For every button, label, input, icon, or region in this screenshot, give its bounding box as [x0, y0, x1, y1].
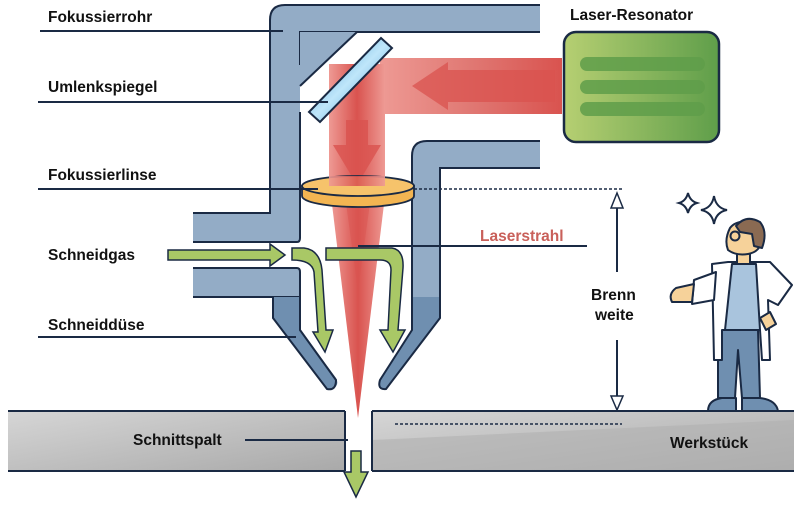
gas-inlet-arrow-icon	[167, 242, 287, 268]
leader-lines	[38, 30, 587, 441]
deflection-mirror	[307, 36, 394, 124]
beam-direction-arrow-down-icon	[333, 120, 381, 185]
gas-flow-arrow-left-icon	[291, 247, 335, 354]
label-laser-resonator: Laser-Resonator	[570, 7, 693, 24]
scientist-figure	[669, 217, 793, 412]
label-deflection-mirror: Umlenkspiegel	[48, 79, 157, 96]
focusing-lens	[301, 175, 415, 208]
label-cutting-gas: Schneidgas	[48, 247, 135, 264]
cutting-gas-arrows	[167, 242, 407, 354]
label-kerf: Schnittspalt	[133, 432, 222, 449]
label-laser-beam: Laserstrahl	[480, 228, 564, 245]
label-workpiece: Werkstück	[670, 435, 748, 452]
label-focusing-lens: Fokussierlinse	[48, 167, 157, 184]
focusing-tube	[193, 4, 540, 298]
beam-direction-arrow-left-icon	[412, 62, 555, 110]
gas-flow-arrow-right-icon	[325, 247, 407, 354]
focal-length-dimension	[414, 188, 625, 412]
label-focal-length-1: Brenn	[591, 287, 636, 304]
label-cutting-nozzle: Schneiddüse	[48, 317, 145, 334]
kerf-exit-arrow-icon	[342, 450, 370, 499]
sparkle-icon	[675, 192, 728, 225]
label-focusing-tube: Fokussierrohr	[48, 9, 152, 26]
label-focal-length-2: weite	[594, 307, 634, 324]
laser-resonator	[562, 30, 721, 144]
cutting-nozzle	[272, 297, 441, 391]
